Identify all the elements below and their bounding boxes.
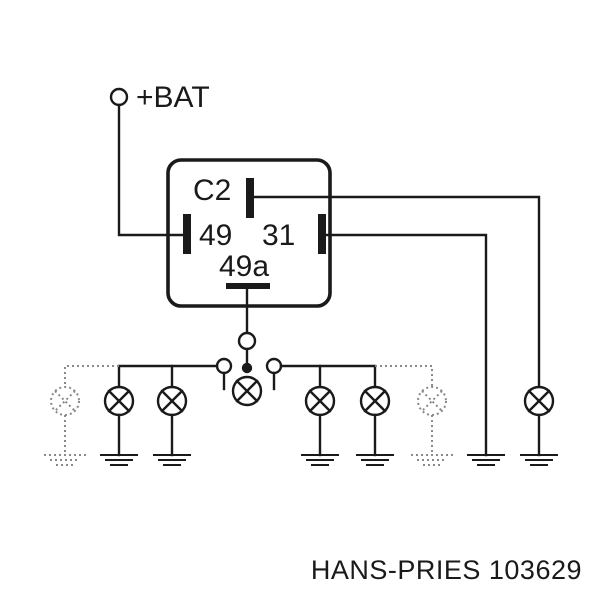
- lamp-left-1: [103, 385, 135, 457]
- optional-bus-right: [375, 365, 433, 387]
- lamp-left-2: [156, 385, 188, 457]
- switch-contact-right: [265, 357, 283, 375]
- ground-c2: [520, 454, 558, 466]
- bus-right: [279, 364, 377, 389]
- optional-lamp-left: [44, 386, 86, 466]
- brand-part-number: HANS-PRIES 103629: [310, 555, 582, 585]
- ground-left-1: [100, 454, 138, 466]
- wire-bat-to-49: [117, 103, 184, 237]
- indicator-lamp: [231, 375, 263, 407]
- ground-right-2: [356, 454, 394, 466]
- contact-49a: [226, 283, 270, 289]
- switch-contact-left: [215, 357, 233, 375]
- wire-c2: [250, 195, 541, 389]
- supply-label: +BAT: [136, 81, 210, 114]
- ground-31: [467, 454, 505, 466]
- contact-c2: [246, 178, 254, 218]
- wire-31: [323, 233, 488, 457]
- ground-left-2: [153, 454, 191, 466]
- pin-label-49a: 49a: [219, 250, 269, 283]
- terminal-49a: [237, 331, 257, 351]
- pin-label-49: 49: [199, 219, 232, 252]
- ground-right-1: [301, 454, 339, 466]
- lamp-c2: [523, 385, 555, 457]
- battery-terminal: [109, 87, 129, 107]
- lamp-right-2: [359, 385, 391, 457]
- contact-31: [318, 214, 326, 254]
- optional-lamp-right: [411, 386, 453, 466]
- relay-contacts: [183, 178, 326, 289]
- pin-label-31: 31: [262, 219, 295, 252]
- contact-49: [183, 214, 191, 254]
- optional-bus-left: [64, 365, 119, 387]
- relay-housing: [166, 158, 332, 308]
- bus-left: [117, 364, 219, 389]
- pin-label-c2: C2: [193, 174, 231, 207]
- switch-pivot: [241, 362, 253, 374]
- lamp-right-1: [304, 385, 336, 457]
